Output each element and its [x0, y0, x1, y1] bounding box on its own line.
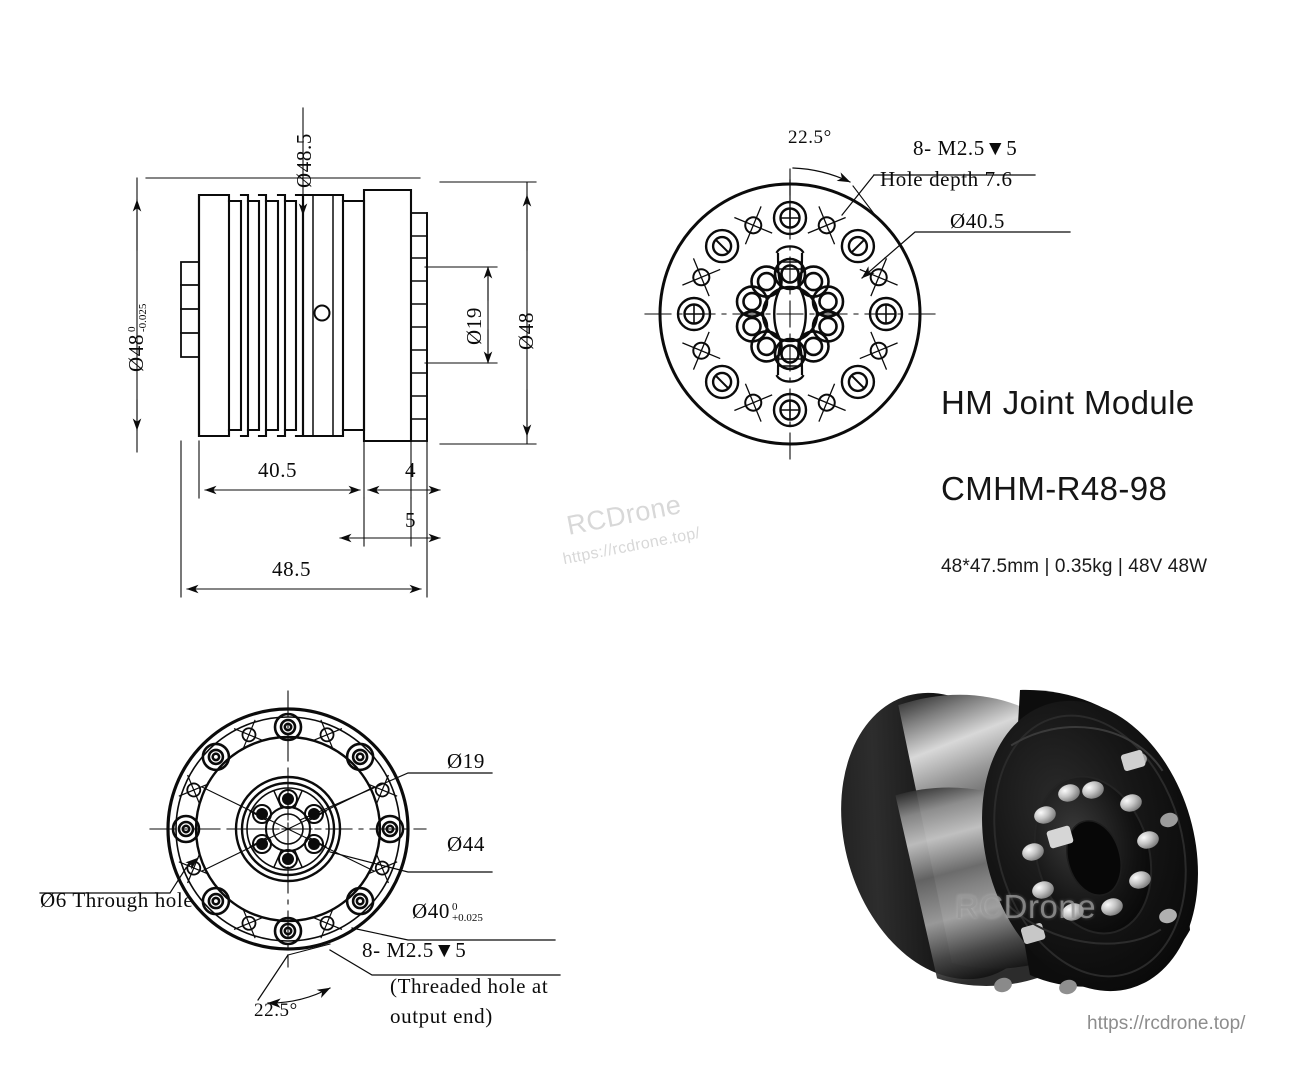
front-view-hole-depth: Hole depth 7.6	[880, 167, 1013, 191]
front-view-bolt-circle: Ø40.5	[950, 209, 1005, 233]
dim-length-flange: 5	[405, 508, 417, 532]
front-view-angle-label: 22.5°	[788, 127, 832, 148]
output-end-geometry	[149, 690, 427, 968]
product-title: HM Joint Module	[941, 384, 1195, 422]
product-model-text: CMHM-R48-98	[941, 470, 1168, 507]
photo-url: https://rcdrone.top/	[1087, 1013, 1246, 1034]
side-view-dimension-lines	[132, 107, 537, 598]
dim-length-main: 40.5	[258, 458, 298, 482]
dim-inner-bore: Ø19	[462, 307, 486, 345]
rear-view-thread-spec: 8- M2.5▼5	[362, 938, 467, 962]
dim-length-step: 4	[405, 458, 417, 482]
rear-view-pilot: Ø44	[447, 832, 485, 856]
product-name-text: HM Joint Module	[941, 384, 1195, 421]
product-specs-text: 48*47.5mm | 0.35kg | 48V 48W	[941, 556, 1208, 577]
front-view-leaders	[789, 167, 1071, 279]
rear-view-thread-note-2: output end)	[390, 1004, 493, 1028]
front-face-geometry	[644, 168, 936, 460]
front-view-thread-spec: 8- M2.5▼5	[913, 136, 1018, 160]
rear-view-bore: Ø19	[447, 749, 485, 773]
tolerance-stack-shaft: 0+0.025	[451, 900, 483, 925]
tolerance-stack-left: 0-0.025	[125, 303, 150, 333]
rear-view-through-hole: Ø6 Through hole	[40, 888, 194, 912]
dim-top-diameter: Ø48.5	[292, 133, 316, 188]
rear-view-angle-label: 22.5°	[254, 1000, 298, 1021]
dim-outer-diameter-right: Ø48	[514, 312, 538, 350]
output-end-leaders	[39, 772, 561, 1008]
rear-view-thread-note-1: (Threaded hole at	[390, 974, 549, 998]
photo-watermark: RCDrone	[955, 888, 1097, 925]
side-elevation-geometry	[180, 188, 428, 443]
product-photo-render	[841, 689, 1198, 995]
dim-length-total: 48.5	[272, 557, 312, 581]
product-specs: 48*47.5mm | 0.35kg | 48V 48W	[941, 556, 1207, 578]
product-model: CMHM-R48-98	[941, 470, 1167, 508]
